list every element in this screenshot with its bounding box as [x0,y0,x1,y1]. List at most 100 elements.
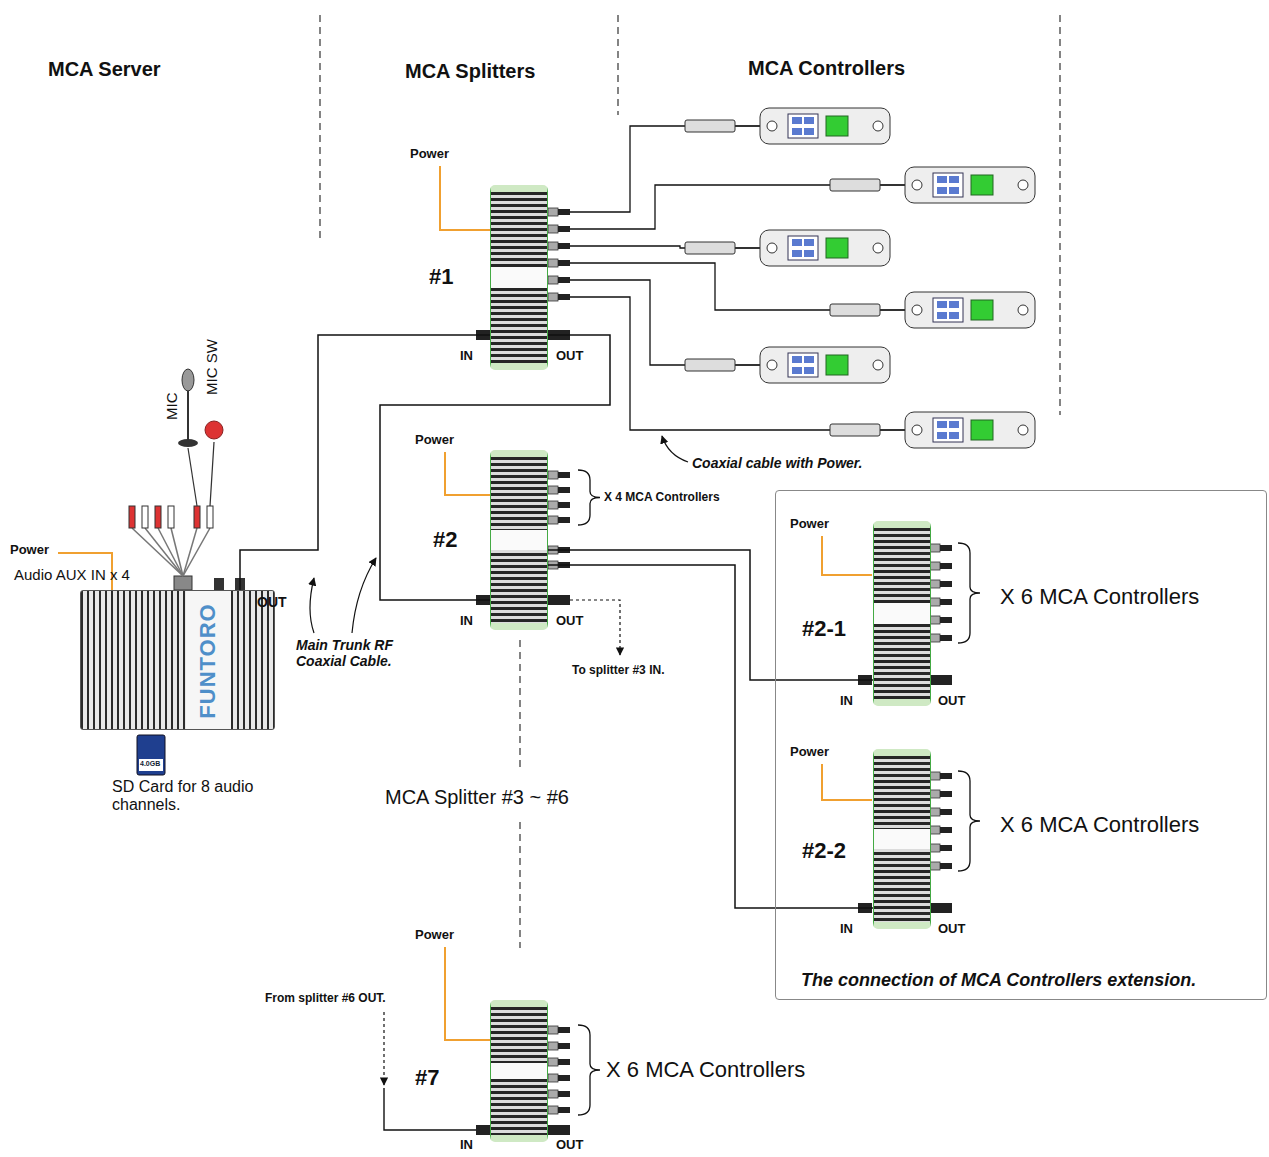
brace [578,1025,600,1115]
port [548,242,558,250]
port [940,581,952,587]
port [548,1106,558,1114]
mount-hole [1018,305,1028,315]
power-cable [445,452,490,495]
controller-key [949,301,959,308]
mic-cable [188,448,197,506]
port [558,1043,570,1049]
power-cable [440,166,490,230]
mca-controller [760,230,890,266]
port [930,862,940,870]
port [548,259,558,267]
controller-keys [788,236,818,260]
port [940,635,952,641]
trunk-cable [384,1088,476,1130]
controller-key [804,356,814,363]
controller-display [971,300,993,320]
label: MCA Splitter #3 ~ #6 [385,786,569,809]
controller-keys [933,298,963,322]
coax-plug [830,179,880,191]
coax-plug [735,125,760,127]
port [940,545,952,551]
out-connector [930,675,952,685]
mount-hole [1018,425,1028,435]
controller-key [949,312,959,319]
label: MCA Controllers [748,57,905,80]
coax-cable [570,185,830,229]
label: MCA Splitters [405,60,535,83]
controller-key [949,187,959,194]
label: X 6 MCA Controllers [1000,584,1199,609]
controller-key [792,117,802,124]
audio-cable [145,528,183,576]
mount-hole [873,360,883,370]
mca-controller [760,347,890,383]
label: IN [460,614,473,629]
mount-hole [912,180,922,190]
trunk-cable [240,335,490,590]
port [548,1026,558,1034]
audio-cable [183,528,210,576]
label: OUT [257,594,287,610]
port [930,616,940,624]
controller-key [937,421,947,428]
controller-display [826,355,848,375]
port [558,277,570,283]
controller-key [949,432,959,439]
trunk-cable [548,550,873,680]
label: Power [10,543,49,558]
splitter: #1 [490,185,548,370]
brand-name: FUNTORO [195,603,221,718]
audio-cable [158,528,183,576]
mca-controller [760,108,890,144]
in-connector [476,1125,490,1135]
mic-base [178,439,198,447]
controller-display [971,420,993,440]
label: OUT [938,694,965,709]
splitter: #2-2 [873,749,931,929]
mount-hole [912,425,922,435]
port [940,599,952,605]
port [940,827,952,833]
port [930,562,940,570]
mount-hole [767,360,777,370]
leader-arrow [662,436,688,462]
controller-key [804,239,814,246]
controller-key [937,432,947,439]
label: To splitter #3 IN. [572,664,664,678]
label: From splitter #6 OUT. [265,992,386,1006]
section-divider [319,15,320,240]
section-divider [519,822,520,948]
splitter: #2 [490,450,548,630]
section-divider [519,640,520,770]
port [930,826,940,834]
splitter-number: #7 [415,1065,439,1091]
port [558,1091,570,1097]
mount-hole [912,305,922,315]
controller-display [826,116,848,136]
coax-plug [880,184,905,186]
brace [578,470,600,525]
port [548,1074,558,1082]
coax-plug [830,424,880,436]
label: Audio AUX IN x 4 [14,566,130,583]
controller-key [792,356,802,363]
controller-key [804,250,814,257]
port [558,502,570,508]
label: MIC [163,393,180,421]
sd-card [137,735,165,775]
coax-plug [830,304,880,316]
port [558,1107,570,1113]
coax-plug [685,120,735,132]
port [930,634,940,642]
label: Power [415,928,454,943]
coax-plug [685,242,735,254]
port [558,472,570,478]
label: OUT [556,349,583,364]
coax-plug [685,359,735,371]
port [930,580,940,588]
mic-stand [187,390,189,440]
port [548,208,558,216]
power-cable [822,536,872,575]
mca-controller [905,292,1035,328]
